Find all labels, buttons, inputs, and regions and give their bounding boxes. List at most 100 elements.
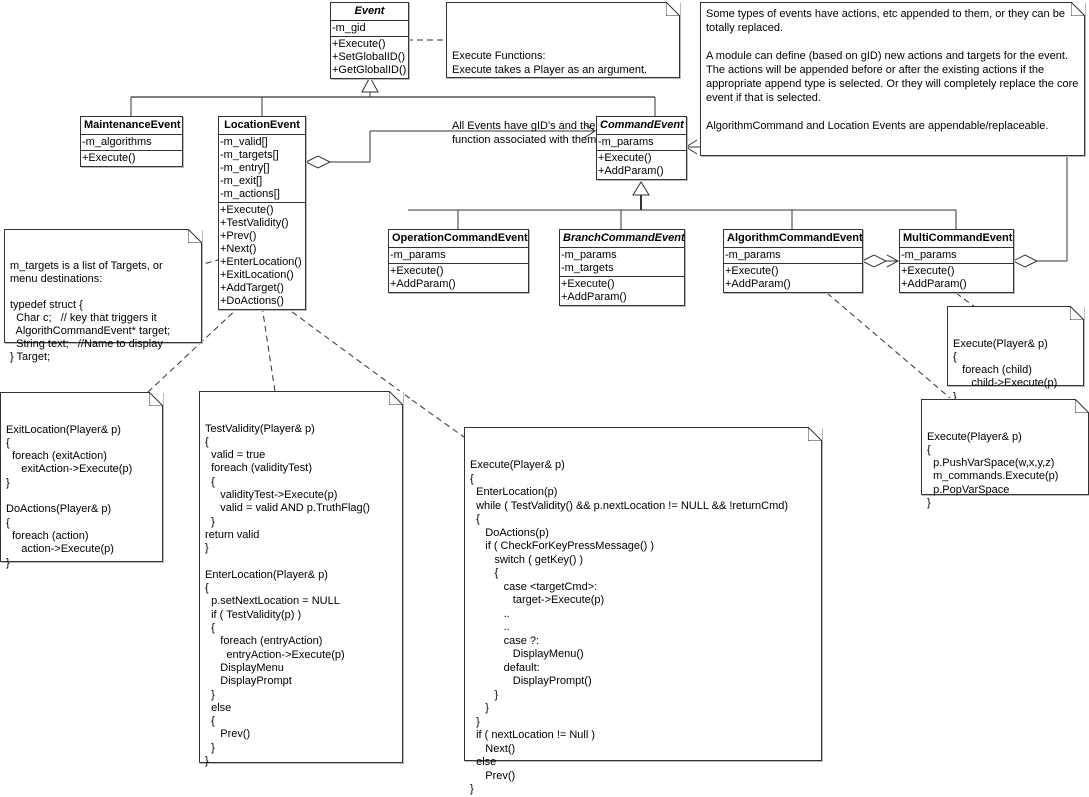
class-branch-command-event[interactable]: BranchCommandEvent -m_params -m_targets … — [559, 229, 685, 306]
navigability-arrow-icon — [583, 123, 596, 139]
method: +Execute() — [725, 265, 779, 277]
note-line: if ( TestValidity(p) ) — [205, 608, 302, 621]
note-line: typedef struct { — [10, 299, 83, 311]
class-event[interactable]: Event -m_gid +Execute() +SetGlobalID() +… — [330, 2, 409, 79]
note-line: { — [470, 567, 499, 579]
navigability-arrow-icon — [886, 254, 900, 268]
note-line: Char c; // key that triggers it — [10, 312, 157, 324]
method: +Execute() — [220, 204, 274, 216]
note-line: } — [953, 390, 957, 403]
attribute: -m_params — [725, 249, 781, 261]
note-paragraph: A module can define (based on gID) new a… — [706, 50, 1079, 104]
class-maintenance-event[interactable]: MaintenanceEvent -m_algorithms +Execute(… — [80, 116, 183, 167]
attribute: -m_params — [390, 249, 446, 261]
note-line: valid = true — [205, 449, 266, 462]
note-execute-functions: Execute Functions: Execute takes a Playe… — [446, 2, 680, 146]
method: +Execute() — [561, 278, 615, 290]
note-line: String text; //Name to display — [10, 338, 163, 350]
note-fold-icon — [666, 2, 680, 16]
note-line: menu destinations: — [10, 273, 103, 285]
note-anchor-line — [261, 305, 277, 399]
note-line: Execute(Player& p) — [927, 430, 1022, 443]
note-line: } — [205, 542, 209, 555]
note-line: DisplayMenu() — [470, 648, 584, 660]
method: +Execute() — [390, 265, 444, 277]
note-fold-icon — [389, 391, 403, 405]
method: +DoActions() — [220, 295, 284, 307]
note-line: m_commands.Execute(p) — [927, 470, 1059, 483]
note-line: else — [205, 701, 232, 714]
note-line: EnterLocation(Player& p) — [205, 568, 328, 581]
note-line: { — [205, 475, 215, 488]
note-anchor-line — [955, 292, 976, 308]
attribute: -m_params — [561, 249, 617, 261]
note-line: } — [205, 741, 215, 754]
note-line: case <targetCmd>: — [470, 580, 598, 593]
note-anchor-line — [147, 305, 241, 393]
methods-section: +Execute() — [81, 151, 182, 166]
methods-section: +Execute() +AddParam() — [724, 264, 862, 292]
class-location-event[interactable]: LocationEvent -m_valid[] -m_targets[] -m… — [218, 116, 306, 310]
note-line: } Target; — [10, 351, 51, 363]
note-line: default: — [470, 661, 540, 674]
note-multi-execute: Execute(Player& p){ foreach (child) chil… — [947, 306, 1084, 403]
note-line: { — [6, 436, 10, 449]
method: +Execute() — [332, 38, 386, 50]
method: +AddParam() — [901, 278, 967, 290]
attributes-section: -m_params — [597, 135, 686, 151]
note-line: foreach (entryAction) — [205, 635, 323, 648]
note-exit-do-actions: ExitLocation(Player& p){ foreach (exitAc… — [0, 392, 163, 569]
note-line: DisplayPrompt — [205, 675, 292, 688]
note-line: p.PopVarSpace — [927, 483, 1010, 496]
note-test-validity-enter-location: TestValidity(Player& p) { valid = true fo… — [199, 391, 403, 767]
note-paragraph: AlgorithmCommand and Location Events are… — [706, 120, 1049, 132]
note-fold-icon — [808, 427, 822, 441]
class-operation-command-event[interactable]: OperationCommandEvent -m_params +Execute… — [388, 229, 529, 293]
note-line — [205, 556, 397, 569]
attributes-section: -m_params — [724, 248, 862, 264]
note-line: EnterLocation(p) — [470, 486, 558, 498]
class-multi-command-event[interactable]: MultiCommandEvent -m_params +Execute() +… — [899, 229, 1014, 293]
class-name: MultiCommandEvent — [900, 230, 1013, 248]
note-line: DisplayPrompt() — [470, 675, 592, 687]
attribute: -m_targets — [561, 262, 614, 274]
method: +Prev() — [220, 230, 257, 242]
note-line: { — [470, 472, 474, 485]
note-line: } — [6, 476, 10, 489]
generalization-arrow-icon — [632, 181, 650, 196]
note-fold-icon — [188, 229, 202, 243]
note-line: switch ( getKey() ) — [470, 553, 584, 566]
methods-section: +Execute() +AddParam() — [597, 151, 686, 179]
note-line: while ( TestValidity() && p.nextLocation… — [470, 499, 789, 512]
attribute: -m_valid[] — [220, 136, 268, 148]
note-line: m_targets is a list of Targets, or — [10, 260, 163, 272]
attribute: -m_targets[] — [220, 149, 279, 161]
class-command-event[interactable]: CommandEvent -m_params +Execute() +AddPa… — [596, 116, 687, 180]
method: +AddParam() — [598, 165, 664, 177]
note-line — [10, 286, 196, 299]
attribute: -m_entry[] — [220, 162, 270, 174]
note-line: { — [953, 350, 957, 363]
methods-section: +Execute() +AddParam() — [389, 264, 528, 292]
note-line: case ?: — [470, 634, 540, 647]
note-line: } — [470, 702, 489, 714]
note-line: } — [205, 688, 215, 701]
attribute: -m_params — [598, 136, 654, 148]
note-line: p.setNextLocation = NULL — [205, 595, 340, 608]
attributes-section: -m_params — [389, 248, 528, 264]
method: +ExitLocation() — [220, 269, 294, 281]
note-line: AlgorithCommandEvent* target; — [10, 325, 171, 337]
method: +AddTarget() — [220, 282, 284, 294]
note-line: valid = valid AND p.TruthFlag() — [205, 502, 370, 515]
class-name: Event — [331, 3, 408, 21]
note-line: TestValidity(Player& p) — [205, 422, 315, 435]
class-name: MaintenanceEvent — [81, 117, 182, 135]
methods-section: +Execute() +AddParam() — [560, 277, 684, 305]
class-algorithm-command-event[interactable]: AlgorithmCommandEvent -m_params +Execute… — [723, 229, 863, 293]
attribute: -m_gid — [332, 22, 366, 34]
note-line: } — [470, 715, 480, 728]
method: +AddParam() — [725, 278, 791, 290]
note-fold-icon — [1070, 306, 1084, 320]
method: +GetGlobalID() — [332, 64, 407, 76]
